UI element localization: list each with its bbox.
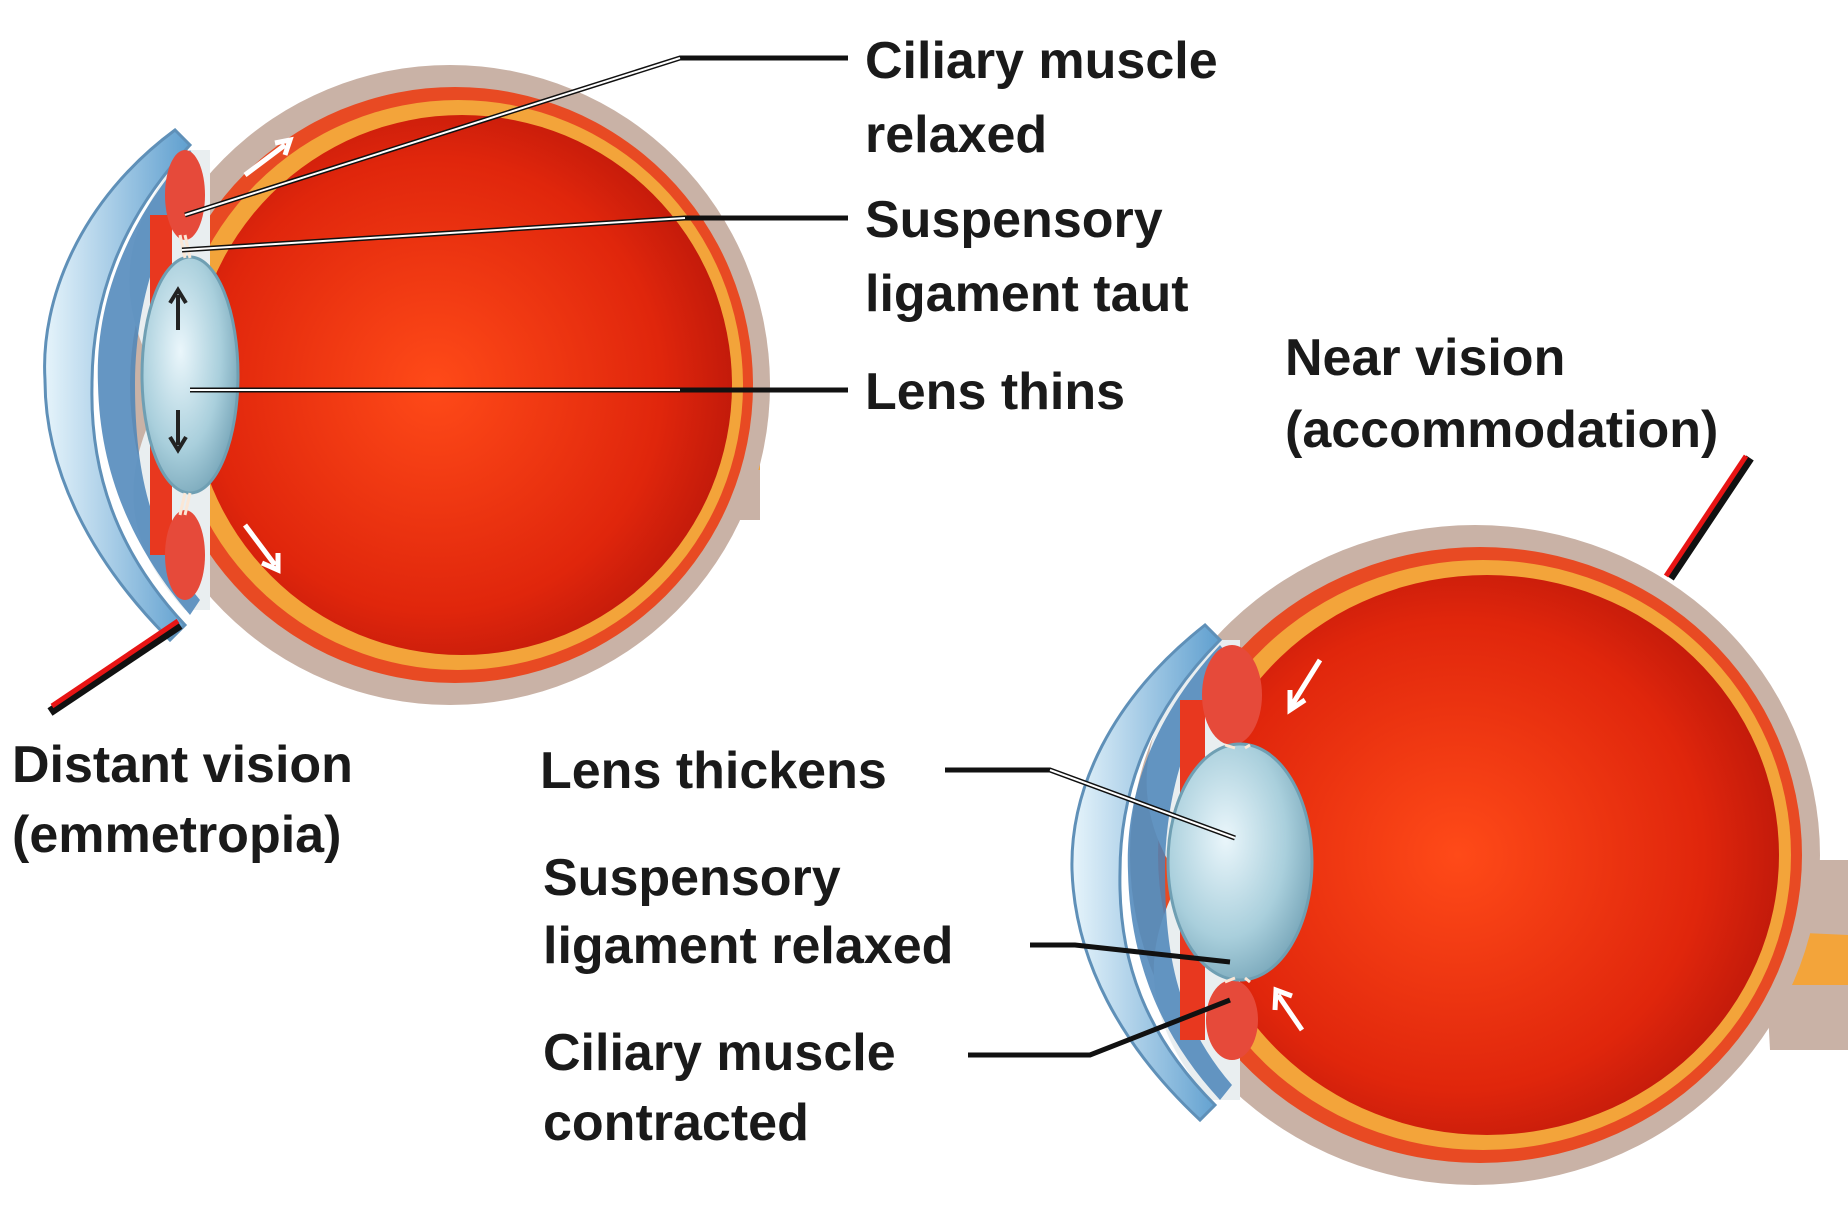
label-ciliary-contracted-1: Ciliary muscle bbox=[543, 1024, 896, 1082]
label-near-vision-2: (accommodation) bbox=[1285, 401, 1718, 459]
label-ligament-taut-2: ligament taut bbox=[865, 265, 1189, 323]
label-lens-thickens: Lens thickens bbox=[540, 742, 887, 800]
label-ligament-relaxed-2: ligament relaxed bbox=[543, 917, 953, 975]
ciliary-body-top-distant bbox=[165, 150, 205, 240]
label-distant-vision-2: (emmetropia) bbox=[12, 806, 341, 864]
label-lens-thins: Lens thins bbox=[865, 363, 1125, 421]
pointer-distant-vision bbox=[50, 625, 180, 712]
ciliary-body-bottom-near bbox=[1206, 980, 1258, 1060]
label-ciliary-relaxed-2: relaxed bbox=[865, 106, 1047, 164]
near-vision-eye bbox=[1072, 525, 1848, 1185]
label-ciliary-relaxed-1: Ciliary muscle bbox=[865, 32, 1218, 90]
lens-near bbox=[1168, 744, 1312, 980]
ciliary-body-top-near bbox=[1202, 645, 1262, 745]
label-distant-vision-1: Distant vision bbox=[12, 736, 353, 794]
distant-vision-eye bbox=[45, 65, 770, 705]
label-ligament-taut-1: Suspensory bbox=[865, 191, 1163, 249]
lens-distant bbox=[142, 257, 238, 493]
pointer-near-vision bbox=[1670, 458, 1750, 578]
label-near-vision-1: Near vision bbox=[1285, 329, 1565, 387]
label-ligament-relaxed-1: Suspensory bbox=[543, 849, 841, 907]
ciliary-body-bottom-distant bbox=[165, 510, 205, 600]
label-ciliary-contracted-2: contracted bbox=[543, 1094, 809, 1152]
vitreous-distant bbox=[192, 115, 732, 655]
